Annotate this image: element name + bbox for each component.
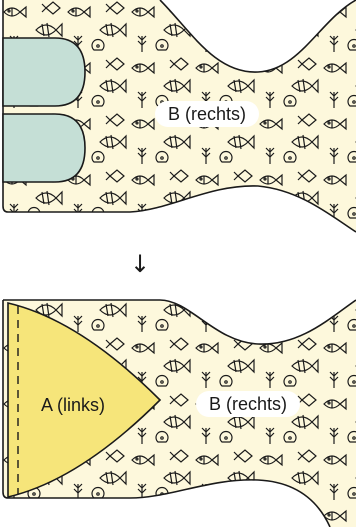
mint-piece-lower xyxy=(2,113,86,183)
label-pill-b-top xyxy=(155,101,259,127)
label-b-bottom: B (rechts) xyxy=(209,394,287,414)
mint-piece-upper xyxy=(2,37,86,107)
fabric-b-top-edge xyxy=(159,0,356,73)
label-a-bottom: A (links) xyxy=(41,395,105,415)
label-b-top: B (rechts) xyxy=(168,104,246,124)
label-pill-b-bottom xyxy=(196,391,300,417)
fabric-b-bottom-edge xyxy=(3,299,356,345)
bottom-panel: A (links) B (rechts) xyxy=(2,299,356,527)
yellow-piece-a xyxy=(7,301,162,499)
down-arrow-icon: ↓ xyxy=(130,250,150,278)
top-panel: B (rechts) xyxy=(2,0,356,233)
